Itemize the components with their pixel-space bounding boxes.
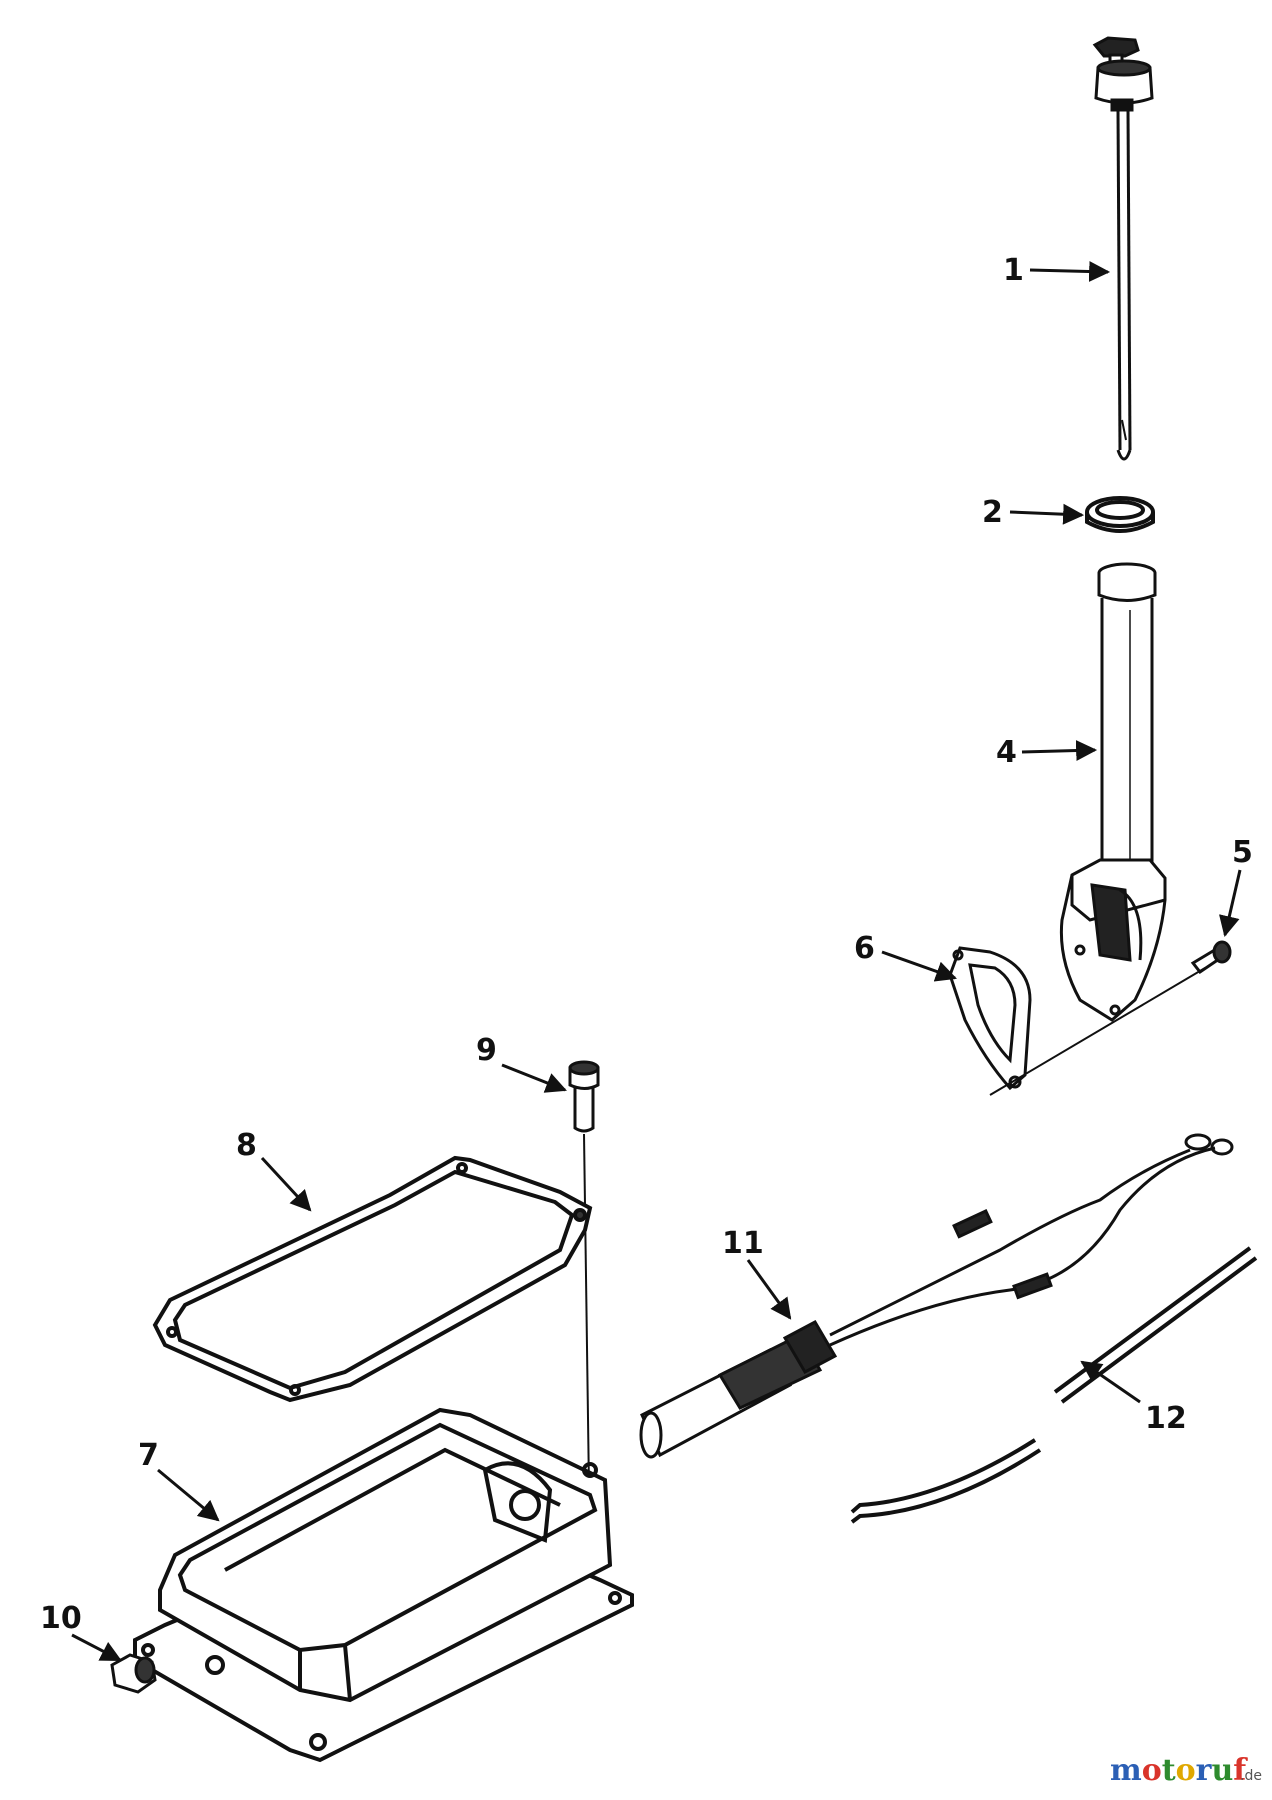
leader-11 bbox=[746, 1259, 792, 1320]
callout-7: 7 bbox=[138, 1438, 159, 1473]
leader-5 bbox=[1219, 869, 1242, 938]
callout-11: 11 bbox=[722, 1226, 764, 1261]
leader-4 bbox=[1021, 740, 1098, 762]
hose-part bbox=[850, 1246, 1258, 1524]
dipstick-part bbox=[1092, 36, 1154, 461]
leader-2 bbox=[1009, 503, 1085, 525]
callout-2: 2 bbox=[982, 495, 1003, 530]
callout-4: 4 bbox=[996, 735, 1017, 770]
callout-1: 1 bbox=[1003, 253, 1024, 288]
callout-8: 8 bbox=[236, 1128, 257, 1163]
leader-6 bbox=[881, 950, 957, 982]
callout-5: 5 bbox=[1232, 835, 1253, 870]
callout-12: 12 bbox=[1145, 1401, 1187, 1436]
leader-12 bbox=[1080, 1360, 1141, 1404]
dipstick-tube-part bbox=[1059, 562, 1167, 1022]
leader-1 bbox=[1029, 261, 1111, 283]
leader-8 bbox=[260, 1156, 312, 1212]
watermark-tld: .de bbox=[1240, 1768, 1262, 1784]
leader-9 bbox=[501, 1063, 567, 1093]
sensor-harness-part bbox=[639, 1133, 1234, 1459]
seal-ring-part bbox=[1085, 496, 1155, 533]
watermark-logo: motoruf.de bbox=[1110, 1753, 1262, 1788]
drain-pan-bolt-part bbox=[568, 1060, 600, 1133]
watermark-brand: motoruf bbox=[1110, 1753, 1248, 1788]
callout-9: 9 bbox=[476, 1033, 497, 1068]
callout-6: 6 bbox=[854, 931, 875, 966]
callout-10: 10 bbox=[40, 1601, 82, 1636]
assembly-guide-line bbox=[989, 967, 1206, 1096]
bolt-part bbox=[1190, 940, 1232, 975]
pan-gasket-part bbox=[152, 1155, 593, 1403]
flange-gasket-part bbox=[948, 946, 1032, 1091]
drain-pan-part bbox=[133, 1407, 634, 1763]
drain-plug-part bbox=[110, 1653, 157, 1694]
leader-7 bbox=[157, 1468, 220, 1522]
leader-10 bbox=[71, 1633, 122, 1662]
